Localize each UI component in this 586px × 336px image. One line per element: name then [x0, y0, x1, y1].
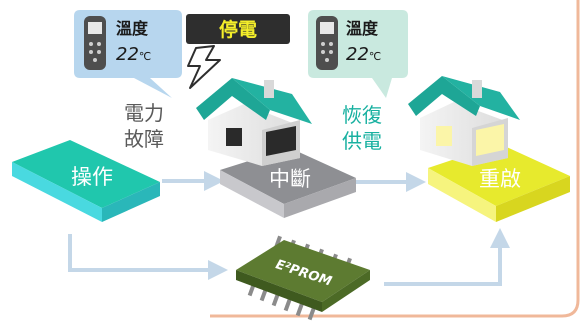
flow-arrows [68, 171, 510, 286]
eeprom-chip-icon [236, 235, 370, 321]
remote-right-temp-label: 溫度 [346, 19, 379, 38]
step-restart-label: 重啟 [479, 167, 521, 191]
step-operate-label: 操作 [71, 165, 113, 189]
power-restore-label-line2: 供電 [342, 129, 382, 153]
house-lit-icon [408, 76, 520, 166]
power-outage-badge [186, 14, 290, 44]
operate-platform [12, 140, 160, 222]
step-interrupt-label: 中斷 [269, 167, 311, 191]
remote-left-temp-value: 22℃ [116, 44, 151, 65]
lightning-bolt-icon [187, 45, 221, 89]
remote-bubble-left [74, 10, 182, 98]
arrow-eeprom-to-restart [384, 228, 510, 286]
power-fault-label-line2: 故障 [124, 127, 164, 151]
arrow-operate-to-eeprom [68, 234, 228, 280]
frame-border [210, 0, 580, 318]
power-outage-text: 停電 [219, 18, 257, 41]
house-dark-icon [196, 78, 312, 166]
remote-left-temp-label: 溫度 [116, 19, 149, 38]
power-restore-label-line1: 恢復 [342, 103, 382, 127]
remote-right-temp-value: 22℃ [346, 44, 381, 65]
remote-bubble-right [308, 10, 408, 98]
power-fault-label-line1: 電力 [124, 101, 164, 125]
